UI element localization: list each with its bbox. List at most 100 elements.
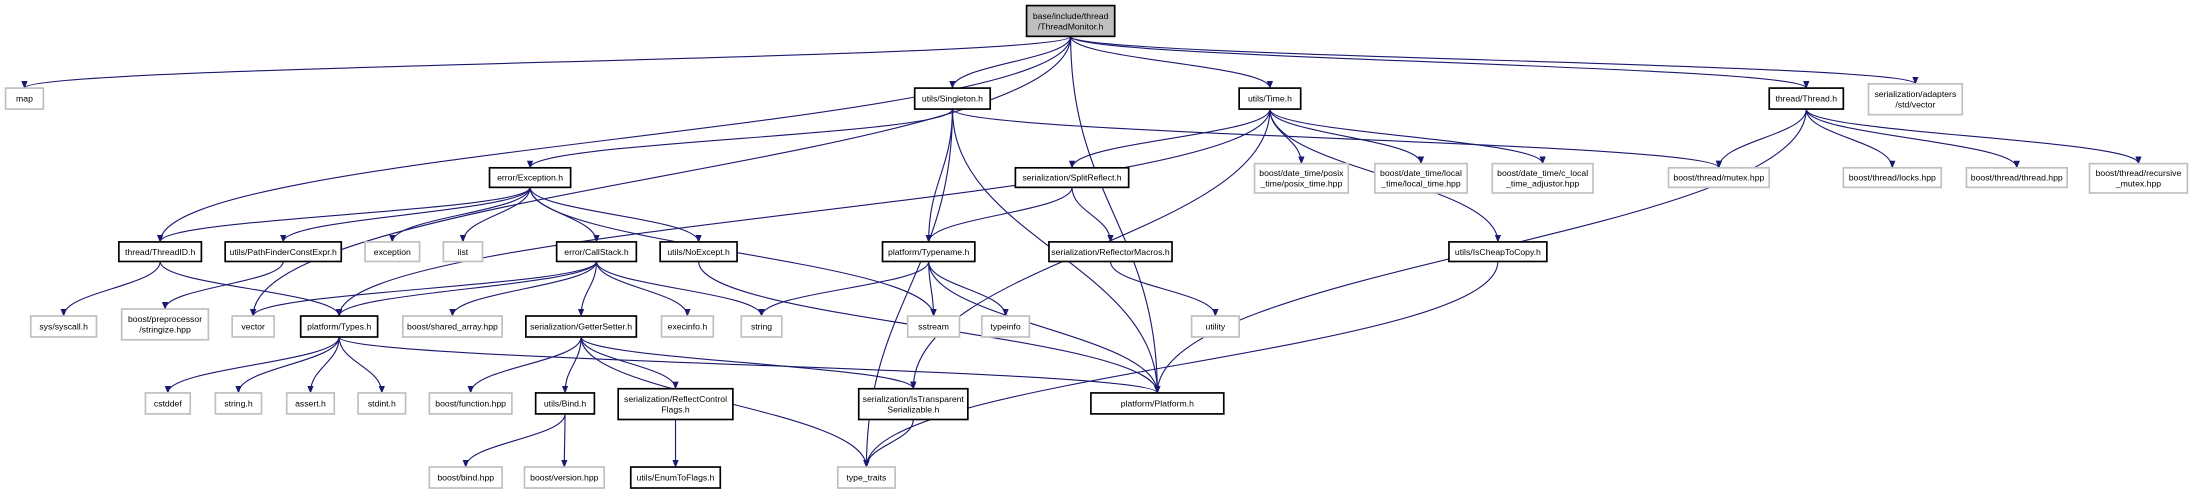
node-sharedarray: boost/shared_array.hpp (401, 315, 503, 338)
node-box (1253, 162, 1350, 194)
edge-reflectormacros-to-utility (1109, 261, 1219, 317)
node-label: sys/syscall.h (39, 322, 88, 332)
edge-types-to-cstddef (164, 336, 340, 394)
node-label: _time_adjustor.hpp (1505, 179, 1579, 189)
node-label: serialization/SplitReflect.h (1022, 173, 1121, 183)
node-label: string.h (224, 398, 253, 408)
edge-callstack-to-execinfo (595, 261, 691, 317)
node-box (118, 241, 203, 263)
node-box (1491, 162, 1594, 194)
node-label: boost/date_time/local (1380, 168, 1462, 178)
node-cstddef: cstddef (144, 392, 192, 415)
edge-callstack-to-string (595, 261, 765, 317)
node-label: /ThreadMonitor.h (1038, 21, 1104, 31)
node-box (1090, 392, 1225, 415)
node-box (523, 466, 606, 489)
node-stringize: boost/preprocessor/stringize.hpp (120, 308, 210, 341)
node-label: platform/Types.h (307, 322, 371, 332)
node-callstack[interactable]: error/CallStack.h (555, 241, 638, 263)
node-time[interactable]: utils/Time.h (1238, 87, 1302, 110)
nodes: base/include/thread/ThreadMonitor.h map ut… (4, 4, 2189, 489)
node-box (1448, 241, 1548, 263)
edge-callstack-to-gettersetter (577, 261, 598, 317)
node-label: boost/shared_array.hpp (407, 322, 498, 332)
node-box (906, 315, 961, 338)
edge-typename-to-string (758, 261, 930, 317)
node-label: type_traits (846, 473, 887, 483)
edge-time-to-clocal (1269, 108, 1546, 165)
node-box (428, 392, 513, 415)
edge-singleton-to-mutex (951, 108, 1722, 169)
node-box (659, 241, 738, 263)
edge-time-to-splitreflect (1068, 108, 1271, 169)
node-box (740, 315, 783, 338)
node-typename[interactable]: platform/Typename.h (881, 241, 976, 263)
node-exception_h[interactable]: error/Exception.h (488, 166, 572, 189)
node-map: map (4, 87, 45, 110)
node-reflectormacros[interactable]: serialization/ReflectorMacros.h (1048, 241, 1173, 263)
edge-splitreflect-to-typename (925, 187, 1073, 243)
node-label: /stringize.hpp (139, 325, 191, 335)
edge-callstack-to-types (336, 261, 598, 317)
node-label: boost/version.hpp (530, 473, 599, 483)
node-label: error/CallStack.h (564, 247, 629, 257)
node-platform[interactable]: platform/Platform.h (1090, 392, 1225, 415)
node-gettersetter[interactable]: serialization/GetterSetter.h (525, 315, 638, 338)
node-label: base/include/thread (1033, 11, 1109, 21)
node-enumtoflags[interactable]: utils/EnumToFlags.h (629, 466, 722, 489)
node-istransparent[interactable]: serialization/IsTransparentSerializable.… (857, 387, 969, 421)
node-localtime: boost/date_time/local_time/local_time.hp… (1373, 162, 1468, 194)
node-label: utils/Singleton.h (922, 94, 983, 104)
node-label: error/Exception.h (497, 173, 563, 183)
node-splitreflect[interactable]: serialization/SplitReflect.h (1014, 166, 1130, 189)
node-label: list (458, 247, 469, 257)
node-box (488, 166, 572, 189)
node-box (4, 87, 45, 110)
edge-pathfinder-to-stringize (161, 261, 284, 310)
node-noexcept[interactable]: utils/NoExcept.h (659, 241, 738, 263)
node-label: /std/vector (1895, 100, 1935, 110)
node-box (1190, 315, 1240, 338)
edge-main-to-platform (1070, 36, 1161, 394)
node-label: cstddef (154, 398, 183, 408)
node-box (214, 392, 263, 415)
edge-main-to-vector (250, 36, 1072, 317)
node-singleton[interactable]: utils/Singleton.h (913, 87, 992, 110)
edge-typename-to-typeinfo (928, 261, 1009, 317)
node-label: boost/thread/locks.hpp (1849, 173, 1936, 183)
edge-thread-to-locks (1805, 108, 1896, 169)
node-types[interactable]: platform/Types.h (299, 315, 379, 338)
node-label: boost/thread/mutex.hpp (1673, 173, 1764, 183)
node-exception: exception (364, 241, 421, 263)
edge-ischeap-to-typetraits (863, 261, 1499, 468)
edge-main-to-threadid (157, 36, 1072, 243)
node-box (120, 308, 210, 341)
node-box (913, 87, 992, 110)
node-clocal: boost/date_time/c_local_time_adjustor.hp… (1491, 162, 1594, 194)
node-bind[interactable]: utils/Bind.h (534, 392, 596, 415)
node-label: typeinfo (990, 322, 1021, 332)
node-thread[interactable]: thread/Thread.h (1768, 87, 1845, 110)
edge-bind-to-version (561, 413, 568, 468)
edge-time-to-localtime (1269, 108, 1425, 165)
node-pathfinder[interactable]: utils/PathFinderConstExpr.h (224, 241, 343, 263)
node-threadhpp: boost/thread/thread.hpp (1965, 166, 2068, 189)
edge-gettersetter-to-function (467, 336, 582, 394)
edge-gettersetter-to-istransparent (580, 336, 917, 390)
node-box (881, 241, 976, 263)
node-main[interactable]: base/include/thread/ThreadMonitor.h (1025, 4, 1116, 38)
node-label: serialization/ReflectControl (624, 394, 727, 404)
node-label: stdint.h (368, 398, 396, 408)
node-execinfo: execinfo.h (660, 315, 715, 338)
node-label: serialization/ReflectorMacros.h (1051, 247, 1170, 257)
node-threadid[interactable]: thread/ThreadID.h (118, 241, 203, 263)
node-mutex: boost/thread/mutex.hpp (1667, 166, 1771, 189)
node-box (1238, 87, 1302, 110)
node-label: utils/IsCheapToCopy.h (1455, 247, 1541, 257)
edge-callstack-to-sharedarray (449, 261, 598, 317)
node-box (1768, 87, 1845, 110)
node-ischeap[interactable]: utils/IsCheapToCopy.h (1448, 241, 1548, 263)
node-label: utils/PathFinderConstExpr.h (230, 247, 337, 257)
node-box (1373, 162, 1468, 194)
